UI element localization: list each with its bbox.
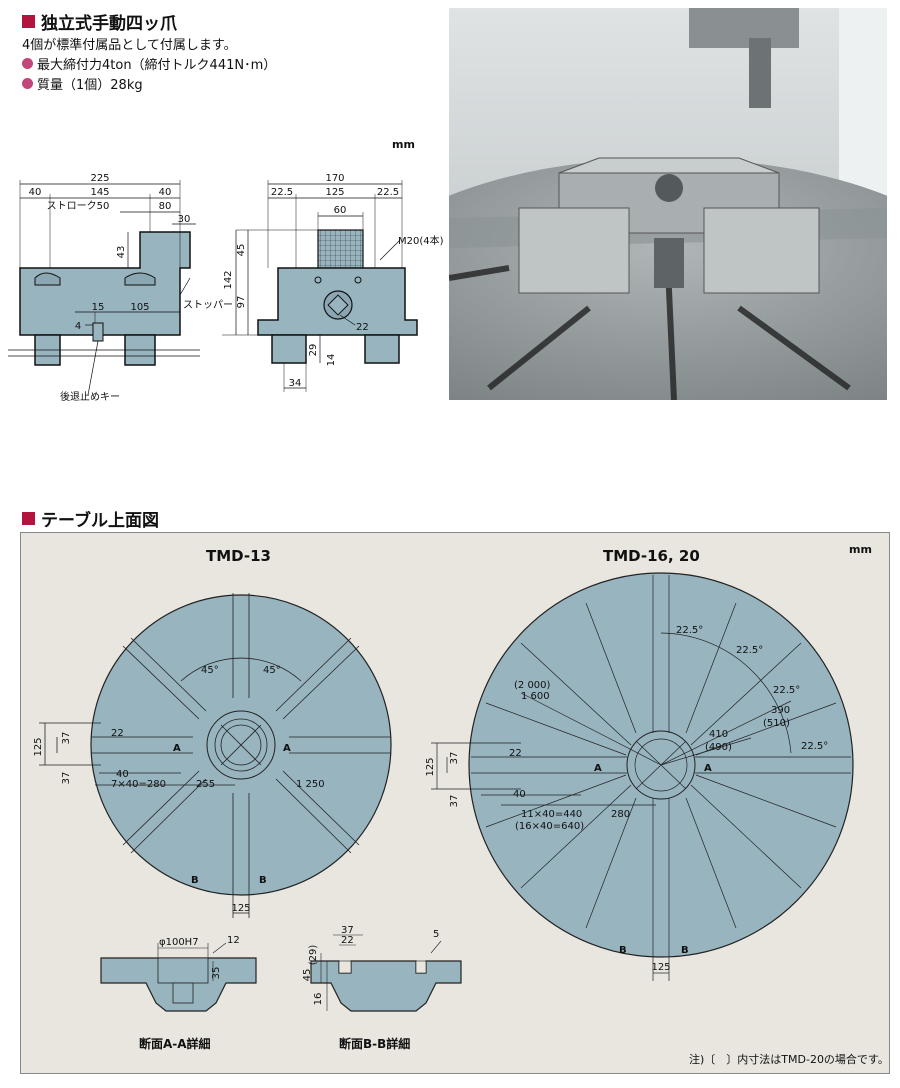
tmd16-section-b1: B: [619, 945, 627, 956]
m20-label: M20(4本): [398, 234, 444, 247]
section2-title: テーブル上面図: [22, 506, 159, 531]
bb-dim-5: 5: [433, 929, 439, 940]
dim-80: 80: [159, 201, 172, 212]
tmd16-dim-510: (510): [763, 718, 790, 729]
tmd16-dim-125v: 125: [425, 757, 436, 776]
bb-dim-22: 22: [341, 935, 354, 946]
unit-label-panel: mm: [849, 543, 872, 556]
section1-line1: 4個が標準付属品として付属します。: [22, 38, 237, 53]
dim-145: 145: [90, 187, 109, 198]
dim-142: 142: [223, 270, 234, 289]
unit-label-top: mm: [392, 138, 415, 151]
red-square-icon: [22, 15, 35, 28]
section-bb-detail: 37 22 (29) 5 45 16: [302, 925, 462, 1012]
dim-97: 97: [236, 296, 247, 309]
bullet-dot-icon: [22, 78, 33, 89]
tmd13-angle-45b: 45°: [263, 665, 281, 676]
section1-bullet2: 質量（1個）28kg: [22, 74, 143, 93]
jaw-side-view: [8, 180, 200, 396]
tmd13-angle-45a: 45°: [201, 665, 219, 676]
dim-4: 4: [75, 321, 81, 332]
footnote: 注)〔 〕内寸法はTMD-20の場合です。: [689, 1053, 889, 1066]
dim-14: 14: [326, 354, 337, 367]
tmd16-section-b2: B: [681, 945, 689, 956]
dim-40b: 40: [159, 187, 172, 198]
tmd16-dim-410: 410: [709, 729, 728, 740]
jaw-drawings: 225 40 145 40 ストローク50 80 30 43 15 105 4 …: [8, 173, 444, 403]
tmd16-dim-11x40: 11×40=440: [521, 809, 582, 820]
tmd13-dim-255: 255: [196, 779, 215, 790]
tmd16-angle-c: 22.5°: [773, 685, 800, 696]
dim-22-5a: 22.5: [271, 187, 293, 198]
red-square-icon: [22, 512, 35, 525]
tmd16-dim-490: (490): [705, 742, 732, 753]
bb-dim-29: (29): [308, 945, 319, 966]
tmd13-dim-37a: 37: [61, 732, 72, 745]
table-top-panel: mm: [20, 532, 890, 1074]
stroke-label: ストローク50: [47, 200, 110, 212]
table-top-drawings: 45° 45° 125 37 37 22 40 7×40=280 255 1 2…: [33, 572, 854, 1012]
aa-caption: 断面A-A詳細: [139, 1037, 211, 1051]
aa-dim-12: 12: [227, 935, 240, 946]
tmd16-section-a2: A: [704, 763, 712, 774]
machine-photo: [449, 8, 887, 400]
dim-60: 60: [334, 205, 347, 216]
tmd16-dim-390: 390: [771, 705, 790, 716]
tmd13-dim-37b: 37: [61, 772, 72, 785]
tmd13-section-b1: B: [191, 875, 199, 886]
tmd16-section-a1: A: [594, 763, 602, 774]
key-label: 後退止めキー: [60, 390, 120, 403]
tmd13-dim-125v: 125: [33, 737, 44, 756]
dim-225: 225: [90, 173, 109, 184]
tmd16-angle-b: 22.5°: [736, 645, 763, 656]
tmd13-title: TMD-13: [206, 547, 271, 565]
tmd13-section-b2: B: [259, 875, 267, 886]
tmd16-dim-37a: 37: [449, 752, 460, 765]
aa-dim-35: 35: [211, 967, 222, 980]
tmd16-dim-2000: (2 000): [514, 680, 551, 691]
bb-caption: 断面B-B詳細: [339, 1037, 411, 1051]
bb-dim-37: 37: [341, 925, 354, 936]
dim-43: 43: [116, 246, 127, 259]
tmd16-dim-280: 280: [611, 809, 630, 820]
tmd16-view: 22.5° 22.5° 22.5° 22.5° (2 000) 1 600 39…: [425, 572, 854, 981]
jaw-front-view: [222, 180, 418, 392]
section1-title: 独立式手動四ッ爪: [22, 9, 177, 34]
tmd13-dim-40: 40: [116, 769, 129, 780]
dim-22: 22: [356, 322, 369, 333]
tmd16-dim-1600: 1 600: [521, 691, 550, 702]
tmd16-dim-37b: 37: [449, 795, 460, 808]
dim-105: 105: [130, 302, 149, 313]
section1-bullet1: 最大締付力4ton（締付トルク441N･m）: [22, 54, 276, 73]
section-aa-detail: φ100H7 12 35: [100, 935, 257, 1012]
dim-34: 34: [289, 378, 302, 389]
tmd16-dim-16x40: (16×40=640): [515, 821, 584, 832]
stopper-label: ストッパー: [183, 299, 233, 311]
dim-45: 45: [236, 244, 247, 257]
tmd13-dim-125h: 125: [231, 903, 250, 914]
tmd16-dim-22: 22: [509, 748, 522, 759]
dim-125: 125: [325, 187, 344, 198]
bb-dim-16: 16: [313, 993, 324, 1006]
dim-170: 170: [325, 173, 344, 184]
tmd16-angle-a: 22.5°: [676, 625, 703, 636]
tmd13-dim-1250: 1 250: [296, 779, 325, 790]
bullet-dot-icon: [22, 58, 33, 69]
tmd16-dim-40: 40: [513, 789, 526, 800]
tmd16-angle-d: 22.5°: [801, 741, 828, 752]
tmd13-dim-7x40: 7×40=280: [111, 779, 166, 790]
dim-30: 30: [178, 214, 191, 225]
tmd16-dim-125h: 125: [651, 962, 670, 973]
tmd13-dim-22: 22: [111, 728, 124, 739]
tmd13-section-a2: A: [283, 743, 291, 754]
tmd13-view: 45° 45° 125 37 37 22 40 7×40=280 255 1 2…: [33, 593, 392, 918]
dim-29: 29: [308, 344, 319, 357]
bb-dim-45: 45: [302, 969, 313, 982]
dim-40a: 40: [29, 187, 42, 198]
tmd16-title: TMD-16, 20: [603, 547, 700, 565]
tmd13-section-a1: A: [173, 743, 181, 754]
dim-15: 15: [92, 302, 105, 313]
dim-22-5b: 22.5: [377, 187, 399, 198]
aa-dia: φ100H7: [159, 937, 199, 948]
